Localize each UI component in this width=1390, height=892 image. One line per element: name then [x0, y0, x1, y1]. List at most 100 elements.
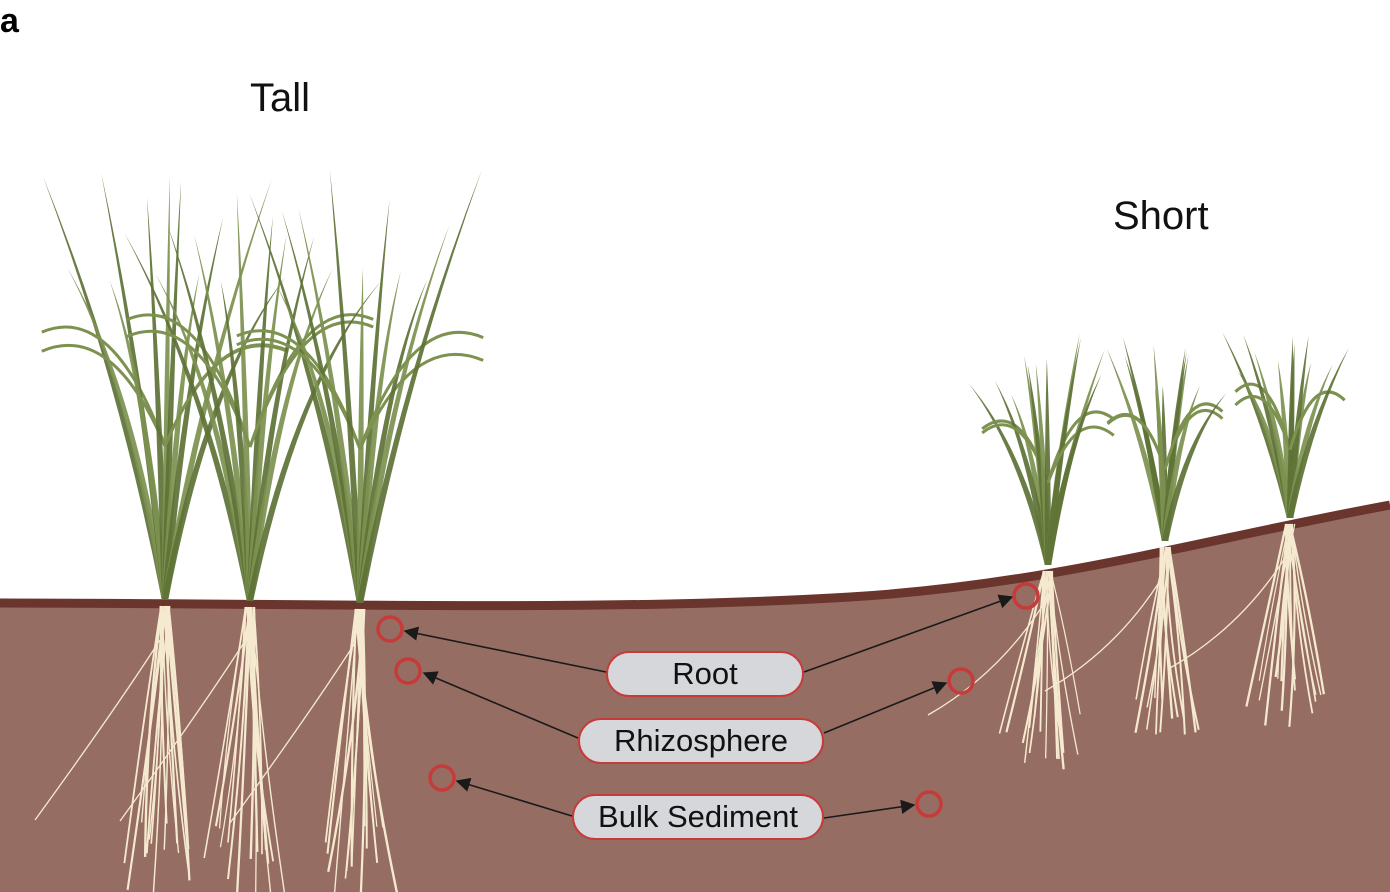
root-mass — [119, 606, 286, 892]
grass-leaf — [1237, 370, 1294, 518]
panel-letter: a — [0, 2, 19, 40]
grass-leaf — [1106, 348, 1169, 541]
leaf-cluster — [1106, 336, 1227, 541]
grass-leaf — [161, 217, 224, 601]
grass-leaf — [161, 180, 182, 600]
root-strand — [34, 639, 161, 821]
grass-leaf — [1044, 374, 1102, 565]
marker-rhizo-short — [947, 667, 975, 695]
root-strand — [1049, 570, 1081, 715]
root-strand — [1033, 570, 1048, 718]
arrow-root-tall — [403, 626, 607, 673]
root-strand — [1165, 546, 1185, 719]
grass-leaf — [41, 343, 167, 447]
root-strand — [324, 608, 360, 843]
rhizosphere-label: Rhizosphere — [578, 718, 824, 764]
root-strand — [152, 605, 164, 892]
grass-leaf — [994, 380, 1052, 565]
plants-layer — [34, 169, 1349, 892]
root-strand — [164, 605, 189, 847]
arrow-bulk-tall — [455, 777, 573, 817]
arrows-layer — [403, 594, 1014, 819]
tall-group-label: Tall — [250, 76, 311, 120]
root-strand — [119, 640, 246, 822]
leaf-cluster — [1222, 332, 1349, 518]
root-strand — [214, 606, 251, 827]
grass-leaf — [1286, 347, 1349, 518]
grass-leaf — [41, 325, 167, 447]
marker-root-short — [1012, 582, 1040, 610]
root-label: Root — [606, 651, 804, 697]
grass-leaf — [246, 234, 287, 601]
grass-leaf — [358, 330, 484, 450]
grass-leaf — [1161, 351, 1187, 541]
grass-leaf — [67, 267, 169, 600]
grass-leaf — [236, 337, 362, 450]
root-strand — [250, 606, 286, 892]
grass-plant — [229, 169, 484, 892]
root-strand — [1285, 523, 1297, 680]
marker-rhizo-tall — [394, 657, 422, 685]
root-strand — [1245, 523, 1288, 707]
root-strand — [159, 605, 168, 824]
root-strand — [245, 606, 268, 850]
grass-leaf — [236, 192, 254, 601]
grass-leaf — [1106, 412, 1167, 470]
grass-leaf — [298, 208, 364, 604]
root-strand — [1159, 546, 1179, 718]
marker-root-tall — [376, 615, 404, 643]
short-group-label: Short — [1113, 194, 1209, 238]
root-strand — [164, 605, 190, 870]
arrow-bulk-short — [823, 799, 916, 819]
grass-leaf — [194, 234, 254, 601]
leaf-cluster — [236, 169, 484, 604]
arrow-rhizo-tall — [422, 671, 579, 739]
bulk-sediment-label: Bulk Sediment — [572, 794, 824, 840]
grass-leaf — [1222, 332, 1294, 518]
root-strand — [227, 606, 250, 880]
root-mass — [34, 605, 191, 892]
grass-leaf — [1153, 344, 1169, 541]
grass-leaf — [329, 169, 364, 603]
root-strand — [355, 608, 399, 892]
grass-leaf — [248, 320, 374, 448]
root-strand — [359, 608, 379, 863]
root-strand — [253, 606, 263, 855]
grass-leaf — [1254, 351, 1294, 518]
sample-markers — [376, 582, 1040, 818]
grass-leaf — [246, 216, 273, 602]
grass-leaf — [124, 232, 254, 601]
root-strand — [1168, 546, 1200, 730]
grass-leaf — [1288, 390, 1346, 451]
root-strand — [1288, 523, 1326, 695]
grass-leaf — [1044, 358, 1052, 565]
root-strand — [350, 608, 358, 867]
grass-leaf — [1161, 393, 1227, 541]
root-strand — [1146, 546, 1167, 730]
arrow-root-short — [803, 594, 1014, 673]
grass-plant — [1044, 336, 1227, 735]
root-strand — [227, 606, 247, 843]
grass-plant — [927, 333, 1115, 770]
arrow-rhizo-short — [823, 681, 948, 734]
leaf-cluster — [968, 333, 1115, 565]
root-strand — [326, 608, 357, 854]
root-strand — [165, 605, 190, 850]
root-strand — [1169, 557, 1286, 669]
root-strand — [1285, 523, 1317, 702]
root-strand — [229, 642, 356, 824]
root-strand — [1044, 580, 1161, 692]
root-strand — [218, 606, 248, 829]
grass-leaf — [356, 170, 482, 603]
root-strand — [1166, 546, 1186, 735]
root-mass — [927, 570, 1081, 770]
root-mass — [1169, 523, 1326, 727]
grass-leaf — [1124, 355, 1169, 541]
grass-plant — [1169, 332, 1349, 727]
grass-plant — [119, 192, 382, 892]
root-strand — [1048, 570, 1079, 755]
sediment-surface — [0, 500, 1390, 611]
leaf-cluster — [124, 192, 382, 602]
root-strand — [123, 605, 163, 864]
